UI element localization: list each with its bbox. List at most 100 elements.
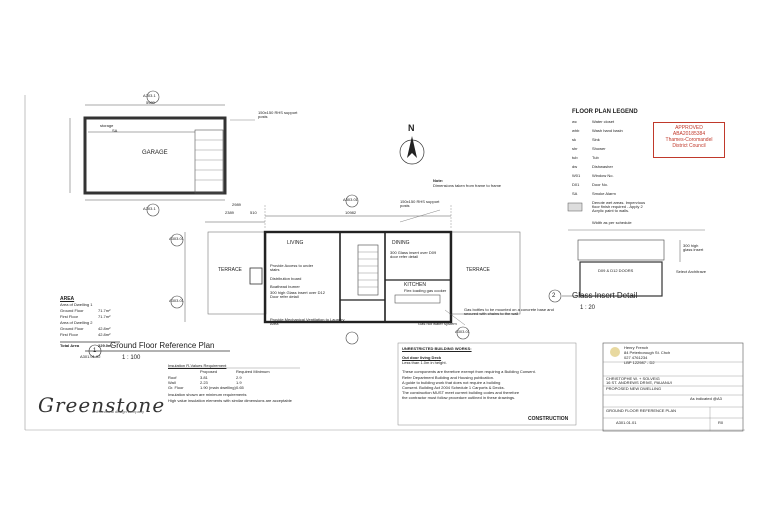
note-gas-bottles: Gas bottles to be mounted on a concrete … xyxy=(464,307,554,316)
smoke-alarm-label: SA xyxy=(112,128,118,133)
note-glass-insert-1: 300 high Glass insert over D12 Door refe… xyxy=(270,290,325,299)
glass-high-note: 300 high glass insert xyxy=(683,243,704,252)
note-text: Dimensions taken from frame to frame xyxy=(433,183,502,188)
unrestricted-para-2: Refer Department Building and Housing pu… xyxy=(402,375,495,380)
legend-title: FLOOR PLAN LEGEND xyxy=(572,109,638,115)
room-living: LIVING xyxy=(287,240,304,246)
legend-wet-areas: Denote wet areas. Impervious floor finis… xyxy=(592,200,646,213)
unrestricted-para-4: Consent. Building Act 2004 Schedule 1 Ca… xyxy=(402,385,505,390)
dim-left-a: 2389 xyxy=(225,210,234,215)
unrestricted-sub: Out door living Deck xyxy=(402,355,442,360)
door-label: D09 & D12 DOORS xyxy=(598,268,634,273)
legend-code: dw xyxy=(572,164,578,169)
legend-desc: Tub xyxy=(592,155,599,160)
area-row-label: Ground Floor xyxy=(60,308,84,313)
legend-code: tub xyxy=(572,155,578,160)
dim-left-b: 510 xyxy=(250,210,257,215)
insulation-proposed: 2.23 xyxy=(200,380,208,385)
note-distribution-board: Distribution board xyxy=(270,276,302,281)
legend-code: wc xyxy=(572,119,577,124)
tb-client-1: CHRISTOPHE W. + SOLVEIG xyxy=(606,376,660,381)
tb-client-3: PROPOSED NEW DWELLING xyxy=(606,386,662,391)
support-posts-note-1: 150x150 RHS support posts xyxy=(258,110,298,119)
glass-detail-title: Glass Insert Detail xyxy=(572,291,638,300)
ref-plan-sheet: A301.01.02 xyxy=(80,354,101,359)
unrestricted-para-6: the contractor must follow procedure out… xyxy=(402,395,516,400)
area-row-label: First Floor xyxy=(60,314,78,319)
area-row-value: 42.8m² xyxy=(98,326,111,331)
support-posts-note-2: 150x150 RHS support posts xyxy=(400,199,440,208)
stamp-line-4: District Council xyxy=(672,143,706,149)
note-gas-water: Gas hot water system xyxy=(418,321,457,326)
area-row-label: Ground Floor xyxy=(60,326,84,331)
area-row-label: Area of Dwelling 1 xyxy=(60,302,93,307)
north-arrow xyxy=(399,136,425,165)
legend-desc: Dishwasher xyxy=(592,164,613,169)
legend-desc: Wash hand basin xyxy=(592,128,623,133)
glass-insert-detail-drawing xyxy=(548,239,681,303)
legend-code: sk xyxy=(572,137,576,142)
glass-detail-number: 2 xyxy=(552,293,556,299)
stamp-line-1: APPROVED xyxy=(675,125,703,131)
note-provide-access: Provide Access to under stairs xyxy=(270,263,314,272)
house-plan xyxy=(170,119,521,345)
tb-scale: As indicated @A3 xyxy=(690,396,722,401)
tb-address-3: LBP 122987 - D2 xyxy=(624,360,655,365)
unrestricted-title: UNRESTRICTED BUILDING WORKS: xyxy=(402,346,472,351)
insulation-proposed: 1.90 (main dwelling) xyxy=(200,385,236,390)
section-ref-3: A303.01 xyxy=(343,197,358,202)
ref-plan-scale: 1 : 100 xyxy=(122,355,141,361)
insulation-col-required: Required Minimum xyxy=(236,369,270,374)
legend-code: shr xyxy=(572,146,578,151)
tb-address-1: 84 Peterborough St. Chch xyxy=(624,350,671,355)
tb-revision: R0 xyxy=(718,420,724,425)
insulation-note-1: Insulation shown are minimum requirement… xyxy=(168,392,247,397)
legend-code: W01 xyxy=(572,173,581,178)
garage-dimension: 5980 xyxy=(146,100,155,105)
unrestricted-para-3: A guide to building work that does not r… xyxy=(402,380,501,385)
tb-client-2: 16 ST. ANDREWS DRIVE, PAUANUI xyxy=(606,380,672,385)
logo-tagline: architectural design company xyxy=(92,409,145,414)
unrestricted-sub-2: Less than 1.0m in height. xyxy=(402,360,447,365)
area-row-value: 42.8m² xyxy=(98,332,111,337)
area-title: AREA xyxy=(60,296,75,302)
note-title: Note: xyxy=(433,178,444,183)
stamp-line-3: Thames-Coromandel xyxy=(665,137,713,143)
legend-desc: Smoke Alarm xyxy=(592,191,616,196)
tb-drawing-title: GROUND FLOOR REFERENCE PLAN xyxy=(606,408,677,413)
dim-overall: 10982 xyxy=(345,210,357,215)
insulation-required: 0.65 xyxy=(236,385,244,390)
unrestricted-box xyxy=(397,342,577,426)
note-mech-vent: Provide Mechanical Ventilation to Laundr… xyxy=(270,317,345,326)
terrace-left: TERRACE xyxy=(218,267,242,273)
north-label: N xyxy=(408,123,415,133)
area-row-value: 71.7m² xyxy=(98,314,111,319)
tb-address-2: 027 4761234 xyxy=(624,355,648,360)
insulation-item: Wall xyxy=(168,380,176,385)
insulation-note-2: High value insulation elements with simi… xyxy=(168,398,292,403)
insulation-col-proposed: Proposed xyxy=(200,369,218,374)
legend-graphics xyxy=(567,202,705,231)
kitchen-note: Flex loading gas cooker xyxy=(404,288,447,293)
area-row-label: First Floor xyxy=(60,332,78,337)
section-ref-4: A303.01 xyxy=(169,236,184,241)
legend-code: whb xyxy=(572,128,580,133)
room-kitchen: KITCHEN xyxy=(404,282,426,288)
insulation-proposed: 3.81 xyxy=(200,375,208,380)
section-ref-5: A303.01 xyxy=(169,298,184,303)
tb-sheet-number: A301.01.01 xyxy=(616,420,637,425)
section-ref-1: A303.1 xyxy=(143,93,156,98)
legend-desc: Sink xyxy=(592,137,600,142)
unrestricted-para-5: The construction MUST meet current build… xyxy=(402,390,520,395)
dim-left-c: 2989 xyxy=(232,202,241,207)
note-boathead-burner: Boathead burner xyxy=(270,284,300,289)
council-approval-stamp: APPROVED ABA20185384 Thames-Coromandel D… xyxy=(653,122,725,158)
architrave-note: Select Architrave xyxy=(676,269,707,274)
storage-label: storage xyxy=(100,123,114,128)
legend-desc: Water closet xyxy=(592,119,615,124)
ref-plan-title: Ground Floor Reference Plan xyxy=(110,341,215,350)
note-glass-insert-2: 300 Glass insert over D09 door refer det… xyxy=(390,250,437,259)
area-row-value: 71.7m² xyxy=(98,308,111,313)
